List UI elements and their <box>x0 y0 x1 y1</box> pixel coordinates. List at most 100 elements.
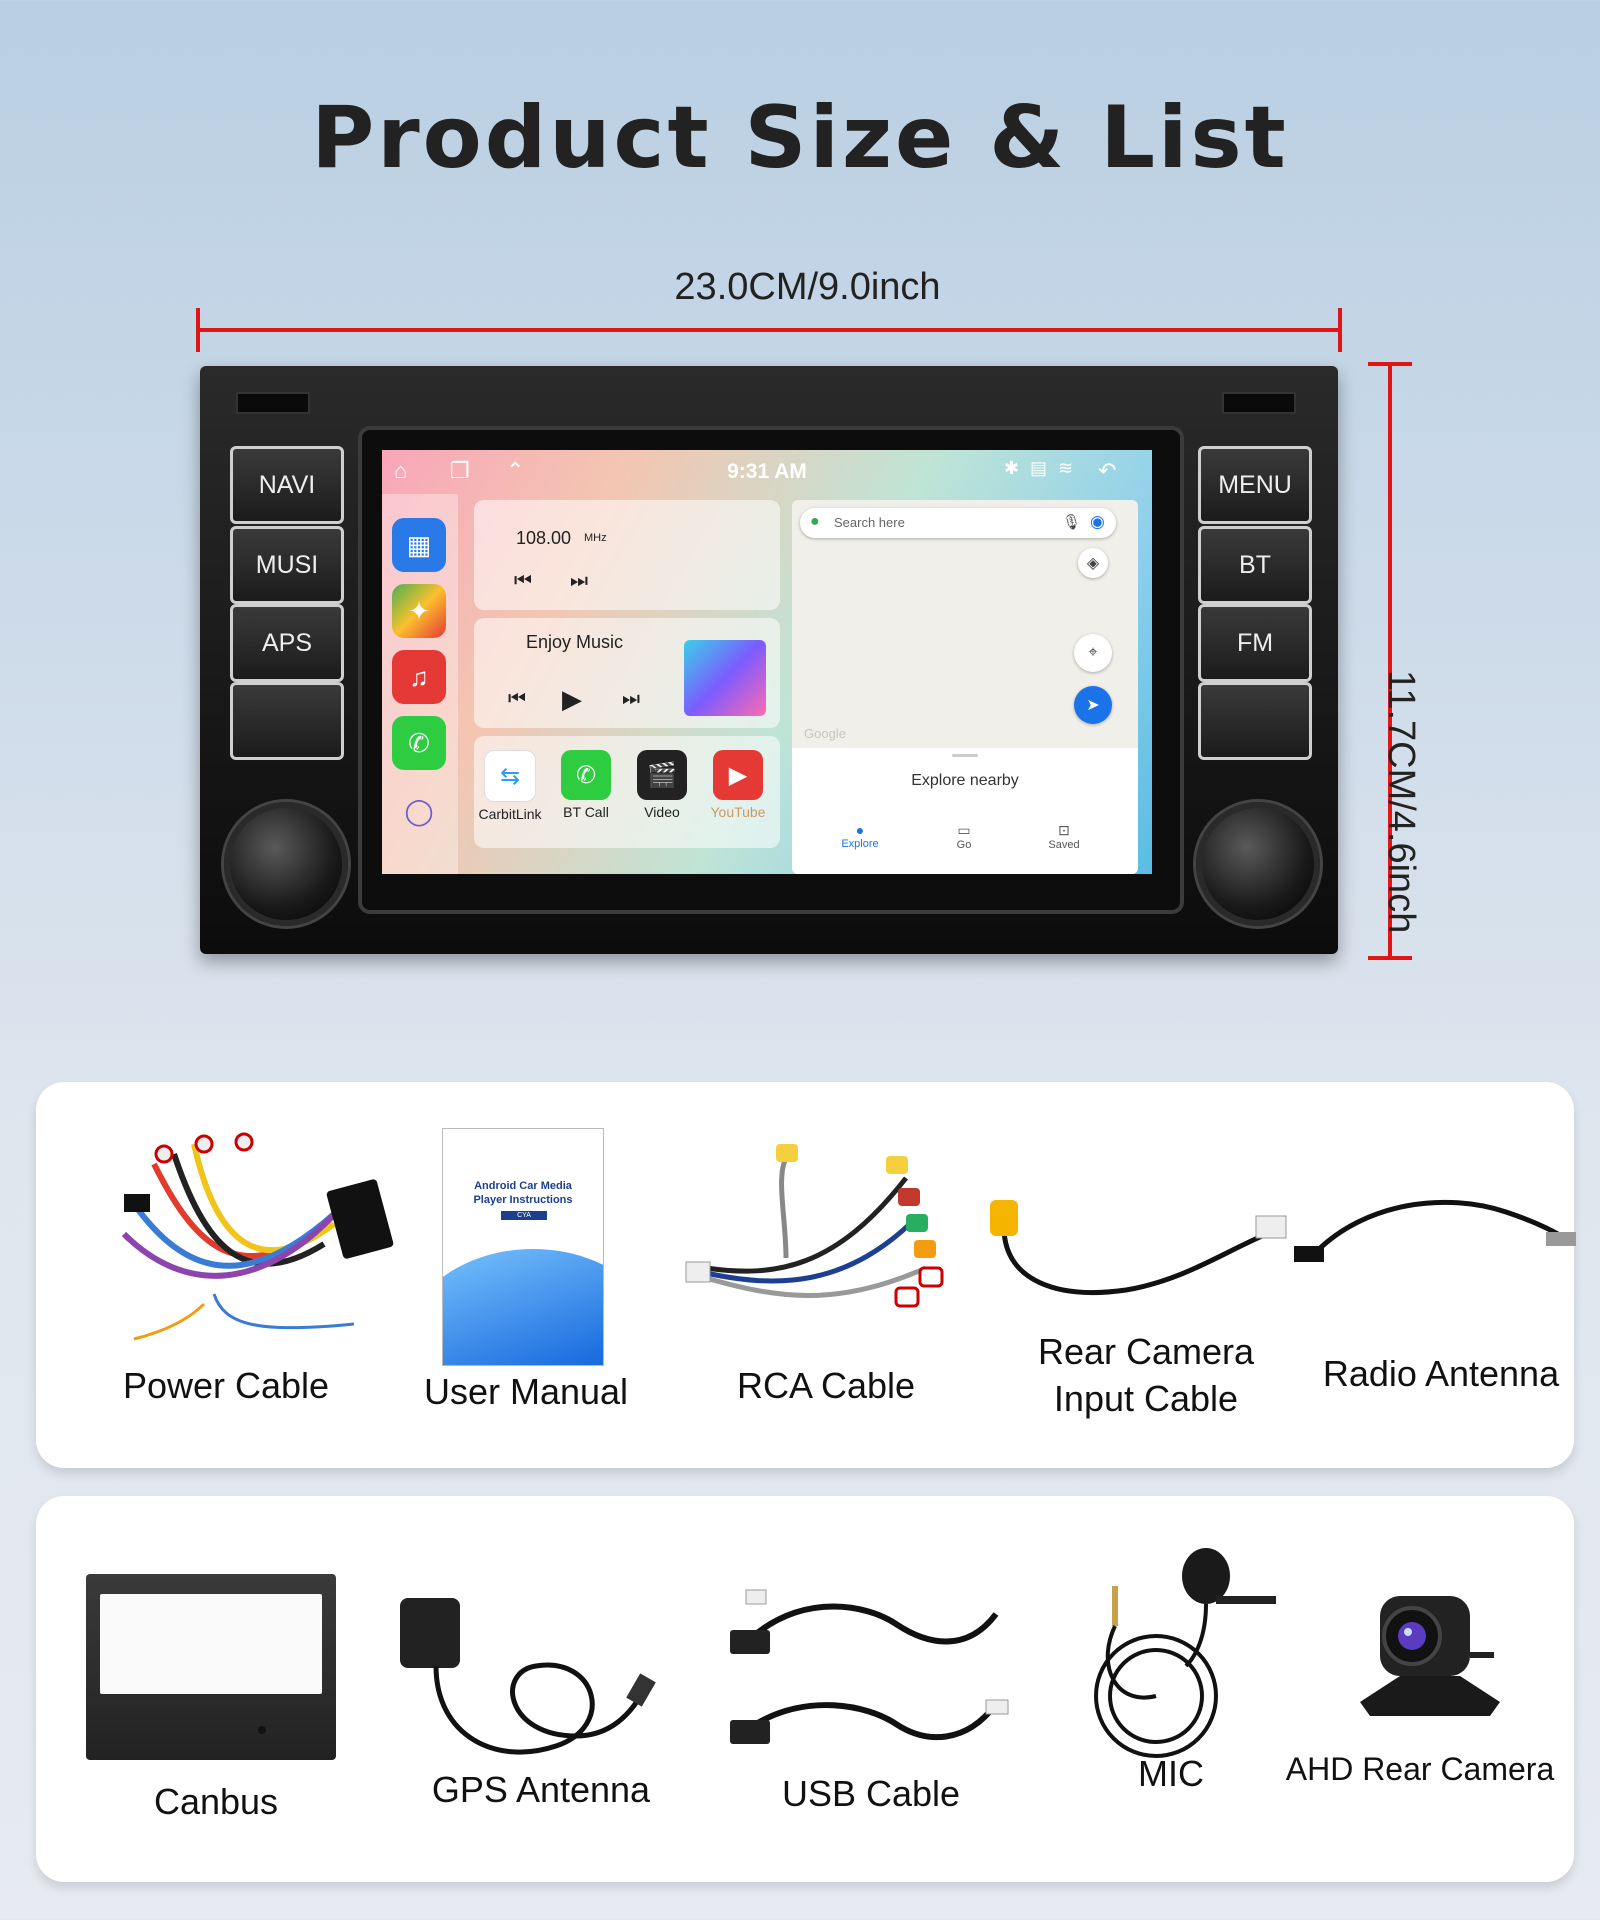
video-shortcut[interactable]: 🎬 Video <box>630 750 694 820</box>
shortcuts-widget: ⇆ CarbitLink ✆ BT Call 🎬 Video ▶ YouTube <box>474 736 780 848</box>
ahd-rear-camera-label: AHD Rear Camera <box>1285 1751 1555 1787</box>
rear-camera-input-cable-image <box>990 1200 1287 1295</box>
canbus-image <box>86 1574 336 1760</box>
radio-antenna-label: Radio Antenna <box>1322 1353 1560 1394</box>
rca-cable-label: RCA Cable <box>736 1365 916 1406</box>
maps-app-icon[interactable]: ✦ <box>392 584 446 638</box>
voice-assistant-icon[interactable]: ◯ <box>404 795 434 826</box>
gps-antenna-label: GPS Antenna <box>431 1769 651 1810</box>
ahd-rear-camera-image <box>1360 1596 1500 1716</box>
map-search-bar[interactable]: ● Search here 🎙 ◉ <box>800 508 1116 538</box>
google-watermark: Google <box>804 726 846 741</box>
height-dimension-tick-bottom <box>1368 956 1412 960</box>
explore-tab-icon: ● <box>855 822 865 838</box>
power-cable-label: Power Cable <box>122 1365 330 1406</box>
cast-icon: ▤ <box>1030 458 1048 478</box>
usb-cable-image <box>730 1589 1009 1744</box>
music-app-icon[interactable]: ♫ <box>392 650 446 704</box>
mic-image <box>1094 1548 1276 1758</box>
saved-tab-label: Saved <box>1048 839 1080 851</box>
my-location-icon[interactable]: ⌖ <box>1074 634 1112 672</box>
recent-apps-icon[interactable]: ❐ <box>450 458 470 483</box>
maps-widget[interactable]: ● Search here 🎙 ◉ ◈ ⌖ ➤ Google Explore n… <box>792 500 1138 874</box>
usb-cable-label: USB Cable <box>781 1773 961 1814</box>
home-icon[interactable]: ⌂ <box>394 458 408 483</box>
tune-knob[interactable] <box>1196 802 1320 926</box>
music-title: Enjoy Music <box>526 632 624 652</box>
manual-title: Android Car Media Player Instructions <box>473 1180 573 1206</box>
music-artwork <box>684 640 766 716</box>
radio-widget[interactable]: 108.00 MHz ⏮ ⏭ <box>474 500 780 610</box>
navi-button[interactable]: NAVI <box>230 446 344 524</box>
rca-cable-image <box>685 1144 944 1308</box>
explore-nearby-text: Explore nearby <box>911 772 1019 789</box>
layers-icon[interactable]: ◈ <box>1078 548 1108 578</box>
apps-button[interactable]: APS <box>230 604 344 682</box>
microphone-icon[interactable]: 🎙 <box>1062 514 1082 531</box>
canbus-label: Canbus <box>153 1781 279 1822</box>
radio-unit: MHz <box>584 532 607 544</box>
volume-knob[interactable] <box>224 802 348 926</box>
manual-wave <box>443 1249 603 1365</box>
bluetooth-icon: ✱ <box>1004 458 1020 478</box>
music-previous-icon[interactable]: ⏮ <box>508 688 526 710</box>
height-dimension-tick-top <box>1368 362 1412 366</box>
account-icon[interactable]: ◉ <box>1090 512 1105 531</box>
accessories-panel-2: Canbus GPS Antenna USB Cable MIC AHD Rea… <box>36 1496 1574 1882</box>
bt-button[interactable]: BT <box>1198 526 1312 604</box>
map-search-placeholder: Search here <box>834 515 905 530</box>
music-widget[interactable]: Enjoy Music ⏮ ▶ ⏭ <box>474 618 780 728</box>
status-time: 9:31 AM <box>727 460 807 483</box>
canbus-led <box>258 1726 266 1734</box>
menu-button[interactable]: MENU <box>1198 446 1312 524</box>
accessories-panel-1: Power Cable Android Car Media Player Ins… <box>36 1082 1576 1468</box>
video-label: Video <box>644 804 680 820</box>
width-dimension-tick-left <box>196 308 200 352</box>
carbitlink-shortcut[interactable]: ⇆ CarbitLink <box>478 750 542 822</box>
user-manual-image: Android Car Media Player Instructions CY… <box>442 1128 604 1366</box>
blank-left-button[interactable] <box>230 682 344 760</box>
user-manual-label: User Manual <box>423 1371 629 1412</box>
blank-right-button[interactable] <box>1198 682 1312 760</box>
width-dimension-tick-right <box>1338 308 1342 352</box>
gps-antenna-image <box>400 1598 656 1755</box>
bt-call-shortcut[interactable]: ✆ BT Call <box>554 750 618 820</box>
explore-panel: Explore nearby ● Explore ▭ Go ⊡ Saved <box>792 748 1138 874</box>
music-next-icon[interactable]: ⏭ <box>622 688 640 710</box>
saved-tab[interactable]: ⊡ Saved <box>1034 822 1094 851</box>
car-stereo-head-unit: NAVI MUSI APS MENU BT FM ⌂ ❐ ⌃ 9:31 AM ✱… <box>200 366 1338 954</box>
power-cable-image <box>121 1132 394 1341</box>
carbitlink-label: CarbitLink <box>478 806 542 822</box>
fm-button[interactable]: FM <box>1198 604 1312 682</box>
back-icon[interactable]: ↶ <box>1098 458 1117 483</box>
go-tab-icon: ▭ <box>957 822 971 838</box>
music-button[interactable]: MUSI <box>230 526 344 604</box>
directions-icon[interactable]: ➤ <box>1074 686 1112 724</box>
height-dimension-label: 11.7CM/4.6inch <box>1380 670 1422 934</box>
next-track-icon[interactable]: ⏭ <box>570 570 588 592</box>
page-title: Product Size & List <box>311 88 1289 188</box>
signal-icon: ≋ <box>1058 458 1074 478</box>
radio-antenna-image <box>1294 1199 1576 1262</box>
radio-artwork <box>660 518 768 592</box>
phone-app-icon[interactable]: ✆ <box>392 716 446 770</box>
touch-screen[interactable]: ⌂ ❐ ⌃ 9:31 AM ✱ ▤ ≋ ↶ ▦ ✦ ♫ ✆ ◯ 108.00 M… <box>382 450 1152 874</box>
height-dimension-line <box>1388 364 1392 958</box>
explore-tab[interactable]: ● Explore <box>830 822 890 850</box>
width-dimension-label: 23.0CM/9.0inch <box>674 266 941 308</box>
canbus-label-sticker <box>100 1594 322 1694</box>
explore-handle <box>952 754 978 757</box>
top-slot-left <box>236 392 310 414</box>
manual-badge: CYA <box>501 1211 547 1220</box>
previous-track-icon[interactable]: ⏮ <box>514 570 532 592</box>
expand-up-icon[interactable]: ⌃ <box>506 458 525 483</box>
screen-bezel: ⌂ ❐ ⌃ 9:31 AM ✱ ▤ ≋ ↶ ▦ ✦ ♫ ✆ ◯ 108.00 M… <box>358 426 1184 914</box>
app-grid-icon[interactable]: ▦ <box>392 518 446 572</box>
radio-frequency: 108.00 <box>516 528 572 548</box>
youtube-shortcut[interactable]: ▶ YouTube <box>706 750 770 820</box>
width-dimension-line <box>196 328 1340 332</box>
app-dock: ▦ ✦ ♫ ✆ ◯ <box>382 494 458 874</box>
go-tab[interactable]: ▭ Go <box>934 822 994 851</box>
map-pin-icon: ● <box>810 513 820 530</box>
music-play-icon[interactable]: ▶ <box>562 684 582 714</box>
